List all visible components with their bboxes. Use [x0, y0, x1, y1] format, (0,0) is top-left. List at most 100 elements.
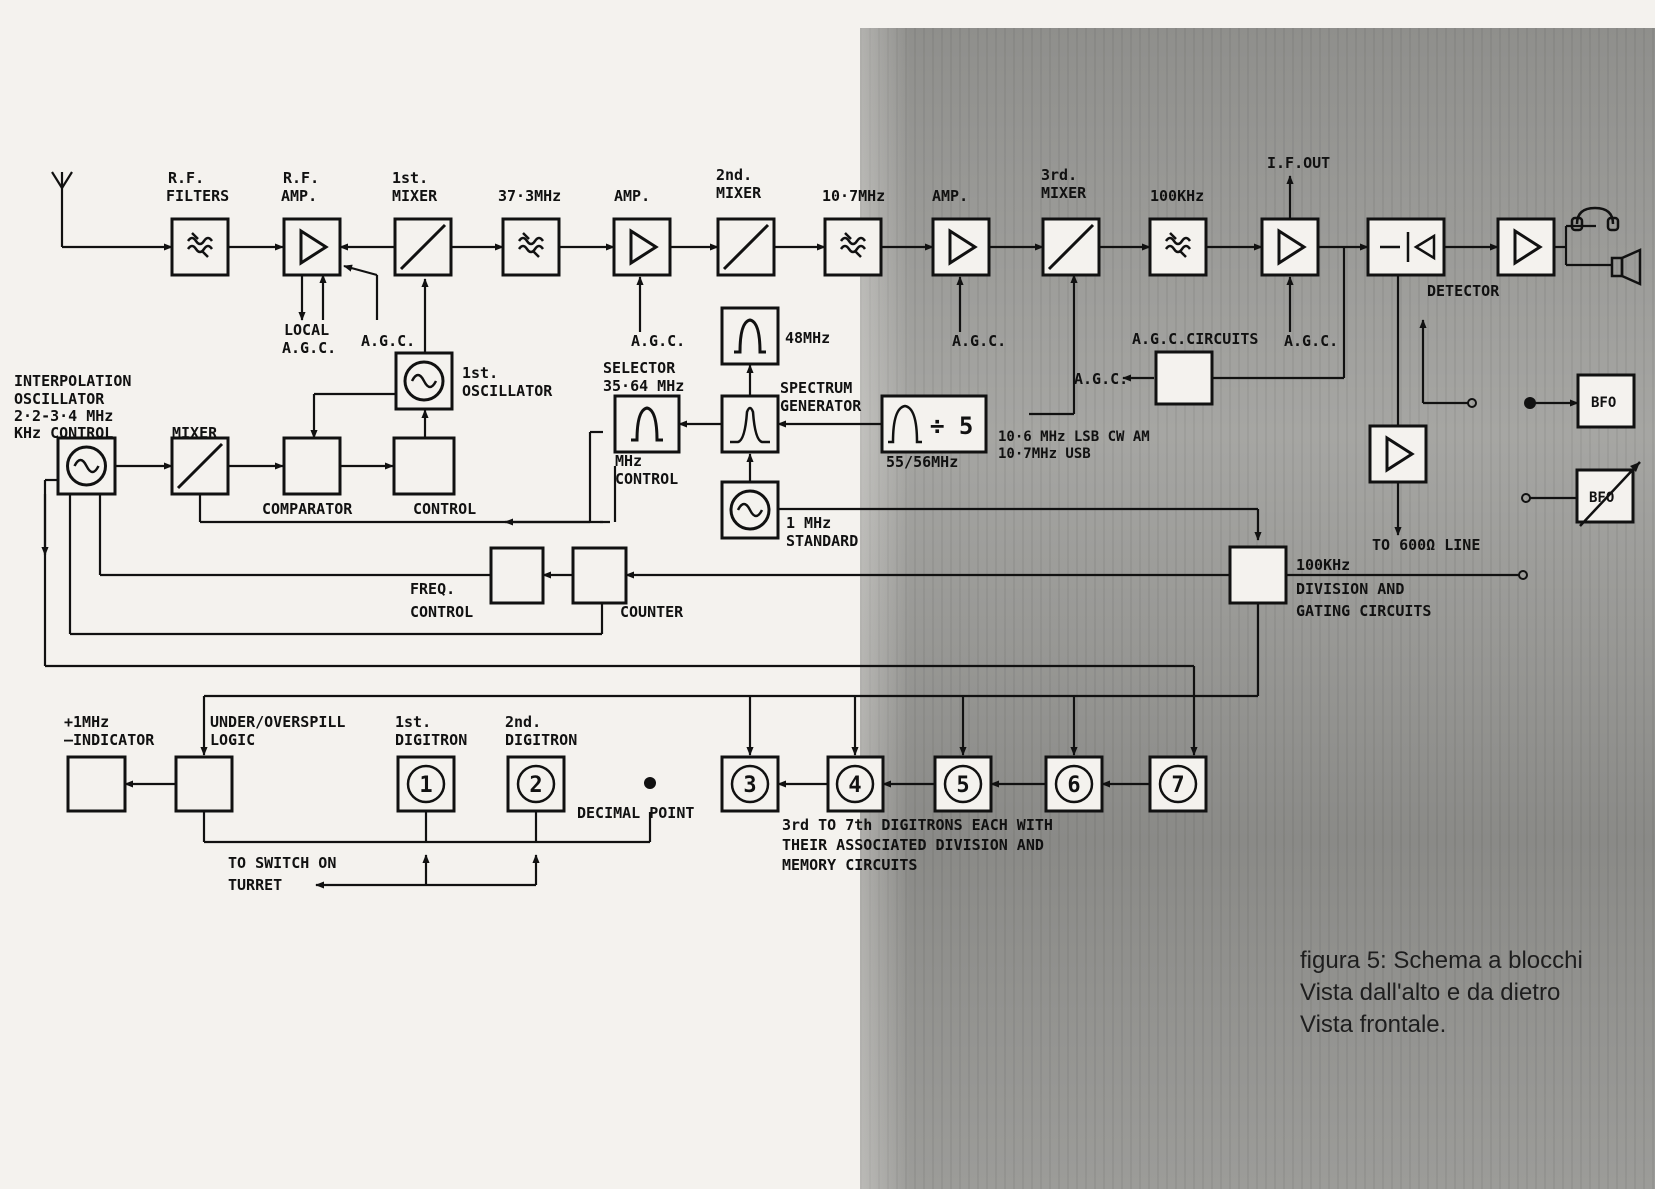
- if-amp-block: [1262, 219, 1318, 275]
- control-block: [394, 438, 454, 494]
- rf-amp-block: [284, 219, 340, 275]
- digit-5: 5: [956, 773, 969, 798]
- label-turret: TURRET: [228, 876, 282, 894]
- label-48mhz: 48MHz: [785, 329, 830, 347]
- label-out-usb: 10·7MHz USB: [998, 446, 1091, 462]
- digit-6: 6: [1067, 773, 1080, 798]
- label-osc1: OSCILLATOR: [462, 382, 553, 400]
- decimal-point-dot: [644, 777, 656, 789]
- label-100khz: 100KHz: [1296, 556, 1350, 574]
- label-rf-filters: R.F.: [168, 169, 204, 187]
- label-decimal-point: DECIMAL POINT: [577, 804, 694, 822]
- filter-48mhz-block: [722, 308, 778, 364]
- label-under-overspill: LOGIC: [210, 731, 255, 749]
- label-digitron-1: DIGITRON: [395, 731, 467, 749]
- label-agc-mixer1: A.G.C.: [361, 332, 415, 350]
- digit-3: 3: [743, 773, 756, 798]
- label-mixer2: MIXER: [716, 184, 762, 202]
- label-mhz-control: MHz: [615, 452, 642, 470]
- label-rf-amp: R.F.: [283, 169, 319, 187]
- label-interp: INTERPOLATION: [14, 372, 131, 390]
- label-mixer3: MIXER: [1041, 184, 1087, 202]
- caption-line: Vista dall'alto e da dietro: [1300, 977, 1640, 1009]
- label-gating: GATING CIRCUITS: [1296, 602, 1431, 620]
- label-agc-amp1: A.G.C.: [631, 332, 685, 350]
- digit-1: 1: [419, 773, 432, 798]
- label-spectrum: GENERATOR: [780, 397, 862, 415]
- freq-control-block: [491, 548, 543, 603]
- rf-filter-block: [172, 219, 228, 275]
- digitron-numbers: 1 2 3 4 5 6 7: [419, 773, 1184, 798]
- label-freq-control: FREQ.: [410, 580, 455, 598]
- label-out-lsb: 10·6 MHz LSB CW AM: [998, 429, 1150, 445]
- label-standard: STANDARD: [786, 532, 858, 550]
- label-amp2: AMP.: [932, 187, 968, 205]
- label-rf-filters: FILTERS: [166, 187, 229, 205]
- digit-2: 2: [529, 773, 542, 798]
- label-digitron-2: DIGITRON: [505, 731, 577, 749]
- label-if-37: 37·3MHz: [498, 187, 561, 205]
- label-if-100k: 100KHz: [1150, 187, 1204, 205]
- label-bfo-fixed: BFO: [1591, 395, 1616, 411]
- if-filter-100k-block: [1150, 219, 1206, 275]
- label-agc-circuits: A.G.C.CIRCUITS: [1132, 330, 1258, 348]
- label-600-line: TO 600Ω LINE: [1372, 536, 1480, 554]
- label-interp: 2·2-3·4 MHz: [14, 407, 113, 425]
- label-selector: SELECTOR: [603, 359, 676, 377]
- spectrum-generator-block: [722, 396, 778, 452]
- agc-circuits-block: [1156, 352, 1212, 404]
- label-indicator: +1MHz: [64, 713, 109, 731]
- label-mhz-control: CONTROL: [615, 470, 678, 488]
- label-mixer1: 1st.: [392, 169, 428, 187]
- label-division: DIVISION AND: [1296, 580, 1404, 598]
- label-mixer1: MIXER: [392, 187, 438, 205]
- label-detector: DETECTOR: [1427, 282, 1500, 300]
- label-digitron-1: 1st.: [395, 713, 431, 731]
- label-osc1: 1st.: [462, 364, 498, 382]
- label-digitron-2: 2nd.: [505, 713, 541, 731]
- label-interp: KHz CONTROL: [14, 424, 113, 442]
- label-mixer2: 2nd.: [716, 166, 752, 184]
- label-interp: OSCILLATOR: [14, 390, 105, 408]
- label-rf-amp: AMP.: [281, 187, 317, 205]
- label-standard: 1 MHz: [786, 514, 831, 532]
- label-selector: 35·64 MHz: [603, 377, 684, 395]
- label-agc-amp2: A.G.C.: [952, 332, 1006, 350]
- label-if-10: 10·7MHz: [822, 187, 885, 205]
- label-if-out: I.F.OUT: [1267, 154, 1330, 172]
- indicator-block: [68, 757, 125, 811]
- label-under-overspill: UNDER/OVERSPILL: [210, 713, 345, 731]
- amp1-block: [614, 219, 670, 275]
- figure-caption: figura 5: Schema a blocchi Vista dall'al…: [1300, 945, 1640, 1041]
- digit-4: 4: [848, 773, 861, 798]
- label-div5-freq: 55/56MHz: [886, 453, 958, 471]
- label-digitrons: 3rd TO 7th DIGITRONS EACH WITH: [782, 816, 1053, 834]
- antenna-icon: [52, 172, 72, 188]
- label-lo-mixer: MIXER: [172, 424, 218, 442]
- audio-amp-block: [1498, 219, 1554, 275]
- label-indicator: –INDICATOR: [64, 731, 155, 749]
- division-gating-block: [1230, 547, 1286, 603]
- label-digitrons: MEMORY CIRCUITS: [782, 856, 917, 874]
- if-filter-10-block: [825, 219, 881, 275]
- line-amp-block: [1370, 426, 1426, 482]
- label-mixer3: 3rd.: [1041, 166, 1077, 184]
- label-turret: TO SWITCH ON: [228, 854, 336, 872]
- under-overspill-block: [176, 757, 232, 811]
- comparator-block: [284, 438, 340, 494]
- caption-line: figura 5: Schema a blocchi: [1300, 945, 1640, 977]
- label-control: CONTROL: [413, 500, 476, 518]
- speaker-icon: [1612, 250, 1640, 284]
- amp2-block: [933, 219, 989, 275]
- label-div5-symbol: ÷ 5: [930, 412, 973, 440]
- label-amp1: AMP.: [614, 187, 650, 205]
- caption-line: Vista frontale.: [1300, 1009, 1640, 1041]
- label-agc-ifamp: A.G.C.: [1284, 332, 1338, 350]
- selector-block: [615, 396, 679, 452]
- label-comparator: COMPARATOR: [262, 500, 353, 518]
- label-counter: COUNTER: [620, 603, 684, 621]
- label-bfo-variable: BFO: [1589, 490, 1614, 506]
- label-local-agc: LOCAL: [284, 321, 329, 339]
- label-freq-control: CONTROL: [410, 603, 473, 621]
- counter-block: [573, 548, 626, 603]
